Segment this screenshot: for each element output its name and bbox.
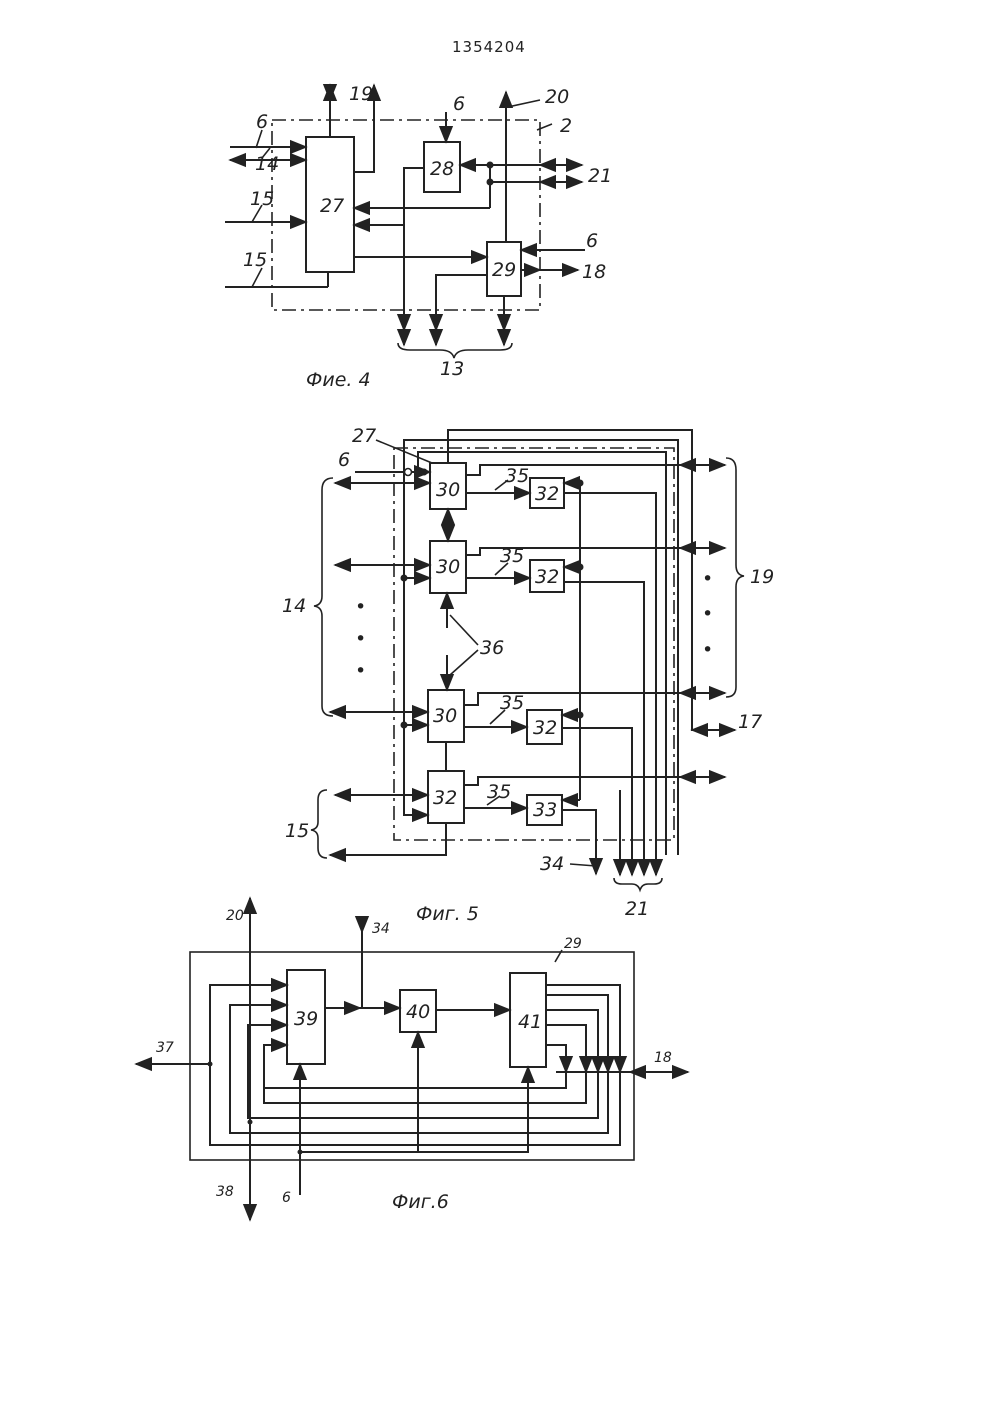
fig6-block-label-40: 40 xyxy=(406,1001,430,1023)
fig4-label-13: 13 xyxy=(440,358,464,380)
fig4-label-2: 2 xyxy=(560,115,572,137)
fig5-label-35-b: 35 xyxy=(500,545,524,567)
fig5-label-6: 6 xyxy=(338,449,350,471)
fig6-label-18: 18 xyxy=(654,1050,672,1066)
fig5-label-36: 36 xyxy=(480,637,504,659)
fig5-label-21: 21 xyxy=(625,898,649,920)
fig5-label-35-d: 35 xyxy=(487,781,511,803)
fig4-block-label-29: 29 xyxy=(492,259,516,281)
fig6-label-38: 38 xyxy=(216,1184,234,1200)
fig4-label-18: 18 xyxy=(582,261,606,283)
fig4-label-15-b: 15 xyxy=(243,249,267,271)
fig6-label-29: 29 xyxy=(564,936,582,952)
fig5-block-label-30-a: 30 xyxy=(436,479,460,501)
fig5-block-label-30-b: 30 xyxy=(436,556,460,578)
fig5-label-14: 14 xyxy=(282,595,306,617)
fig4-caption: Фие. 4 xyxy=(306,369,371,391)
fig5-dot-19-b: • xyxy=(702,603,713,625)
fig4-label-19: 19 xyxy=(349,83,373,105)
fig5-dot-14-b: • xyxy=(355,628,366,650)
fig5-block-label-32-b: 32 xyxy=(535,566,559,588)
fig5-block-label-32-d: 32 xyxy=(433,787,457,809)
fig6-label-6: 6 xyxy=(282,1190,291,1206)
fig6-block-label-41: 41 xyxy=(518,1011,542,1033)
fig4-label-6-left: 6 xyxy=(256,111,268,133)
figure-6: 39 40 41 20 34 29 37 18 38 6 Фиг.6 xyxy=(136,898,688,1220)
fig5-block-label-30-c: 30 xyxy=(433,705,457,727)
fig4-block-label-28: 28 xyxy=(430,158,454,180)
figure-4: 27 28 29 19 20 2 6 6 6 14 15 15 21 18 13… xyxy=(225,83,612,391)
fig5-label-35-c: 35 xyxy=(500,692,524,714)
fig5-dot-19-c: • xyxy=(702,639,713,661)
fig5-block-label-32-a: 32 xyxy=(535,483,559,505)
fig4-label-20: 20 xyxy=(545,86,569,108)
fig5-label-15: 15 xyxy=(285,820,309,842)
fig4-block-label-27: 27 xyxy=(320,195,344,217)
fig4-label-15-a: 15 xyxy=(250,188,274,210)
fig6-label-20: 20 xyxy=(226,908,244,924)
fig6-label-34: 34 xyxy=(372,921,390,937)
fig6-block-label-39: 39 xyxy=(294,1008,318,1030)
fig6-label-37: 37 xyxy=(156,1040,174,1056)
fig5-label-27: 27 xyxy=(352,425,376,447)
fig5-dot-14-a: • xyxy=(355,596,366,618)
fig5-block-label-33: 33 xyxy=(533,799,557,821)
fig5-label-19: 19 xyxy=(750,566,774,588)
fig5-label-17: 17 xyxy=(738,711,762,733)
fig5-label-35-a: 35 xyxy=(505,465,529,487)
fig5-dot-19-a: • xyxy=(702,568,713,590)
fig5-label-34: 34 xyxy=(540,853,564,875)
fig4-label-21: 21 xyxy=(588,165,612,187)
patent-number: 1354204 xyxy=(452,38,526,56)
fig6-frame-29 xyxy=(190,952,634,1160)
fig4-label-14: 14 xyxy=(255,153,279,175)
figure-5: • • • • • • 30 32 30 32 30 32 32 33 27 6… xyxy=(282,425,774,925)
fig4-label-6-right: 6 xyxy=(586,230,598,252)
fig5-dot-14-c: • xyxy=(355,660,366,682)
fig5-caption: Фиг. 5 xyxy=(416,903,479,925)
fig6-caption: Фиг.6 xyxy=(392,1191,449,1213)
fig4-label-6-top: 6 xyxy=(453,93,465,115)
fig5-block-label-32-c: 32 xyxy=(533,717,557,739)
